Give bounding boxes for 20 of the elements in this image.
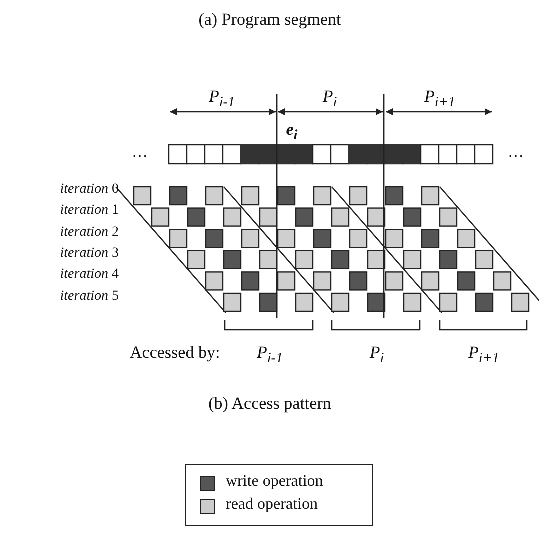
iteration-label: iteration 5 (60, 290, 119, 304)
ellipsis: … (508, 145, 524, 161)
ellipsis: … (132, 145, 148, 161)
partition-label: P$_{i+1}$ (424, 88, 456, 110)
legend-label: write operation (226, 474, 324, 490)
legend-label: read operation (226, 497, 318, 513)
iteration-label: iteration 0 (60, 183, 119, 197)
partition-label: P$_{i+1}$ (468, 344, 500, 366)
row-heading: Accessed by: (130, 344, 220, 360)
iteration-label: iteration 4 (60, 268, 119, 282)
partition-label: P$_{i}$ (322, 88, 338, 110)
partition-label: P$_{i}$ (370, 344, 384, 366)
iteration-label: iteration 3 (60, 246, 119, 261)
element-label: e$_{i}$ (286, 120, 298, 142)
iteration-label: iteration 2 (60, 226, 119, 240)
partition-label: P$_{i-1}$ (256, 344, 284, 366)
figure-title: (a) Program segment (198, 10, 342, 28)
iteration-label: iteration 1 (60, 204, 119, 218)
figure-caption: (b) Access pattern (208, 394, 332, 412)
partition-label: P$_{i-1}$ (208, 88, 236, 110)
